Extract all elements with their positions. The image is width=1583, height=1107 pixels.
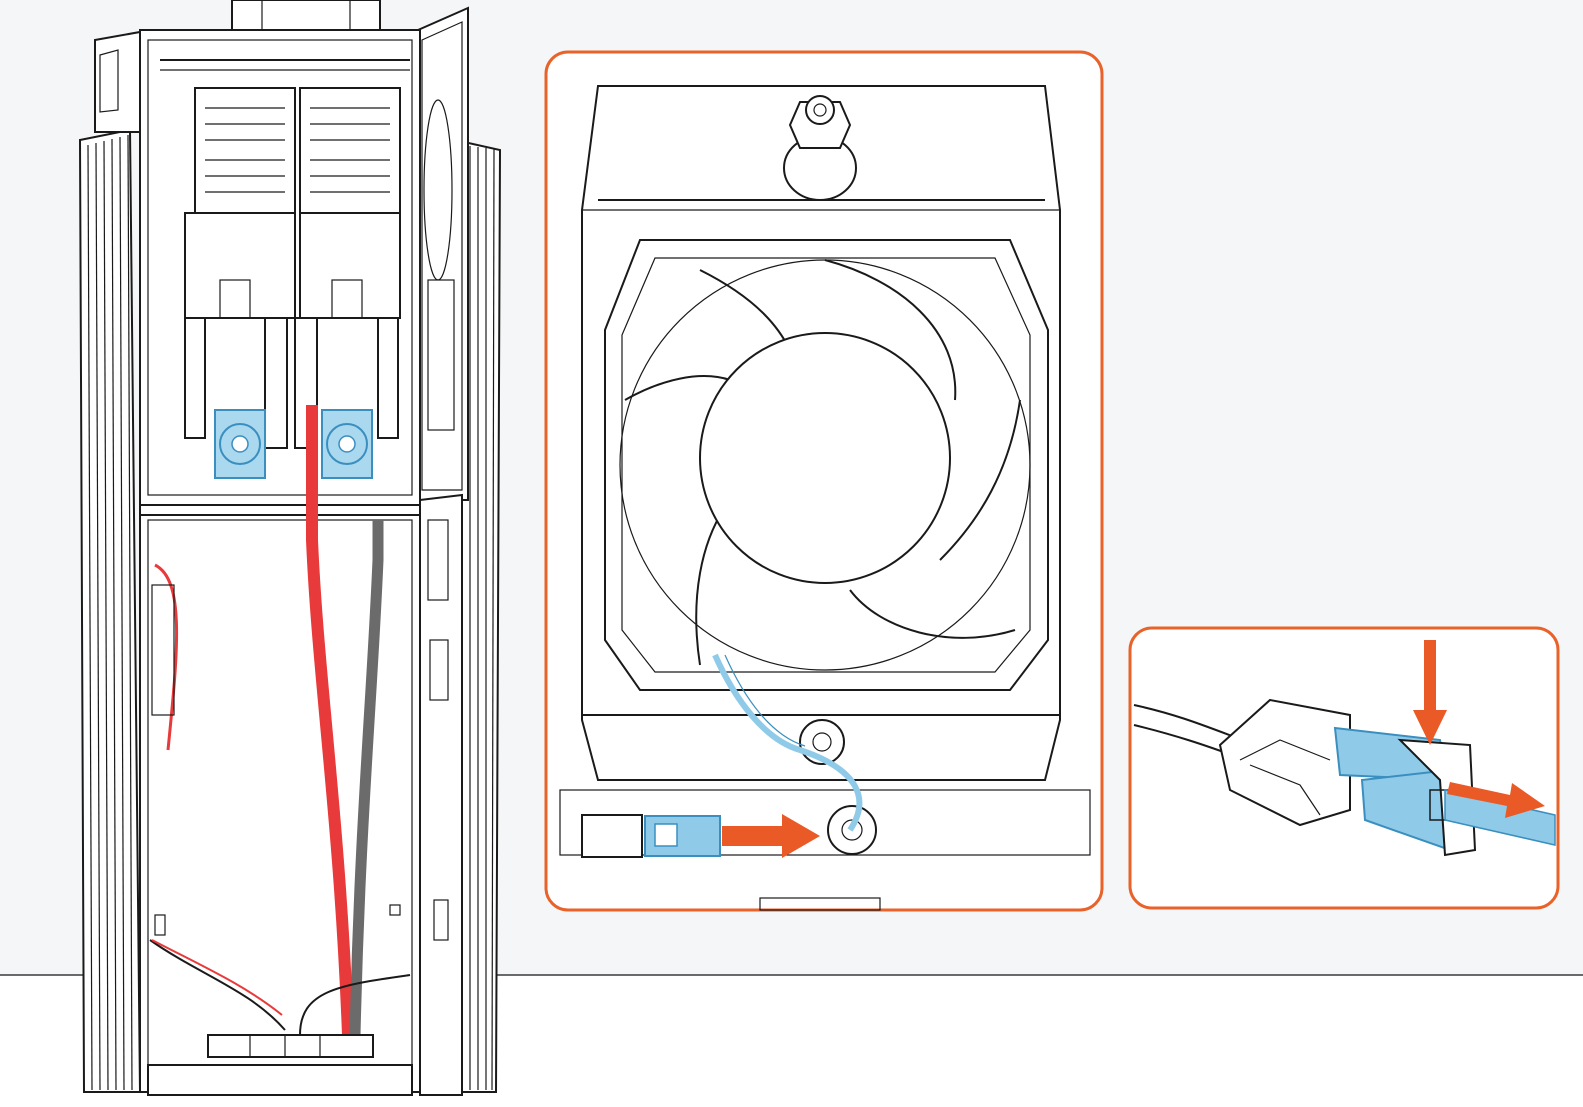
fan-cable <box>712 653 863 832</box>
arrow-right-icon <box>1447 782 1545 818</box>
fan-left-highlight <box>214 409 266 479</box>
power-module-left <box>184 87 296 319</box>
connector-plug <box>1218 698 1351 827</box>
cable-black-left <box>149 939 286 1031</box>
cable-red <box>306 405 354 1036</box>
fan-hub <box>699 332 951 584</box>
connector-receptacle <box>1333 726 1477 857</box>
cabinet-open-door <box>417 6 469 1096</box>
cabinet-left-panel <box>78 30 142 1093</box>
fan-icon <box>604 239 1049 691</box>
arrow-down-icon <box>1413 640 1447 745</box>
cable-black-right <box>299 974 411 1036</box>
connector-icon <box>581 814 721 858</box>
power-module-right <box>299 87 401 319</box>
fan-right-highlight <box>321 409 373 479</box>
cable-gray <box>349 520 384 1036</box>
screw-top <box>783 95 857 201</box>
arrow-right-icon <box>722 814 820 858</box>
cabinet-unit <box>78 0 502 1096</box>
cabinet-top-mount <box>231 0 381 31</box>
callout-connector-detail <box>1128 626 1560 910</box>
callout-fan-detail <box>544 50 1104 912</box>
terminal-block <box>207 1034 374 1058</box>
